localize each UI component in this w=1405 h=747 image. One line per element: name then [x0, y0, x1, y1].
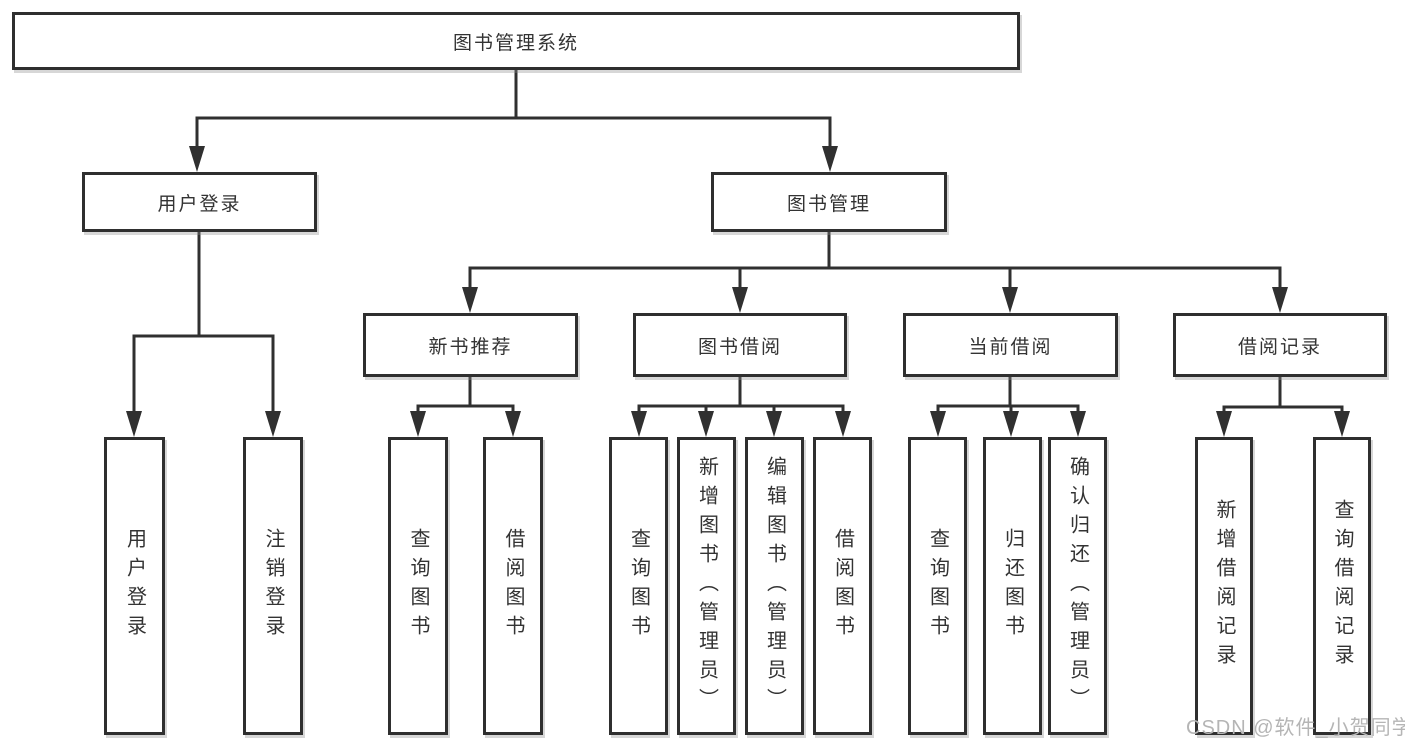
node-label: 用户登录 [157, 193, 242, 215]
node-new-book-recommend: 新书推荐 [363, 313, 578, 377]
leaf-add-book-admin: 新增图书（管理员） [677, 437, 736, 735]
leaf-query-books-1: 查询图书 [388, 437, 448, 735]
node-label: 图书管理 [786, 193, 871, 215]
connector-book-mgmt-children [462, 230, 1288, 313]
node-borrowing-records: 借阅记录 [1173, 313, 1387, 377]
connector-borrow-records-children [1216, 375, 1350, 437]
node-library-management-system: 图书管理系统 [12, 12, 1020, 70]
leaf-return-books: 归还图书 [983, 437, 1042, 735]
node-label: 借阅记录 [1237, 336, 1322, 358]
node-label: 查询图书 [627, 528, 650, 644]
node-book-borrowing: 图书借阅 [633, 313, 847, 377]
node-label: 图书借阅 [697, 336, 782, 358]
node-label: 查询图书 [407, 528, 429, 644]
node-label: 图书管理系统 [452, 32, 579, 54]
node-user-login: 用户登录 [82, 172, 317, 232]
leaf-confirm-return-admin: 确认归还（管理员） [1048, 437, 1107, 735]
node-label: 注销登录 [262, 528, 284, 644]
node-label: 确认归还（管理员） [1066, 455, 1089, 717]
node-label: 当前借阅 [968, 336, 1053, 358]
node-label: 归还图书 [1001, 528, 1024, 644]
leaf-user-login: 用户登录 [104, 437, 165, 735]
leaf-edit-book-admin: 编辑图书（管理员） [745, 437, 804, 735]
connector-user-login-children [126, 230, 281, 437]
node-label: 新书推荐 [428, 336, 513, 358]
leaf-query-books-2: 查询图书 [609, 437, 668, 735]
node-label: 查询图书 [926, 528, 949, 644]
leaf-add-borrow-record: 新增借阅记录 [1195, 437, 1253, 735]
node-label: 新增借阅记录 [1213, 499, 1235, 673]
node-label: 新增图书（管理员） [695, 455, 718, 717]
node-current-borrowing: 当前借阅 [903, 313, 1118, 377]
node-label: 查询借阅记录 [1331, 499, 1353, 673]
node-label: 编辑图书（管理员） [763, 455, 786, 717]
leaf-query-books-3: 查询图书 [908, 437, 967, 735]
connector-root-to-level2 [189, 68, 838, 172]
node-label: 用户登录 [123, 528, 146, 644]
leaf-query-borrow-record: 查询借阅记录 [1313, 437, 1371, 735]
leaf-borrow-books-1: 借阅图书 [483, 437, 543, 735]
connector-book-borrow-children [631, 375, 851, 437]
leaf-logout-login: 注销登录 [243, 437, 303, 735]
leaf-borrow-books-2: 借阅图书 [813, 437, 872, 735]
connector-current-borrow-children [930, 375, 1086, 437]
node-label: 借阅图书 [502, 528, 524, 644]
csdn-watermark: CSDN @软件_小贺同学 [1186, 717, 1405, 739]
connector-new-book-rec-children [410, 375, 521, 437]
node-label: 借阅图书 [831, 528, 854, 644]
node-book-management: 图书管理 [711, 172, 947, 232]
